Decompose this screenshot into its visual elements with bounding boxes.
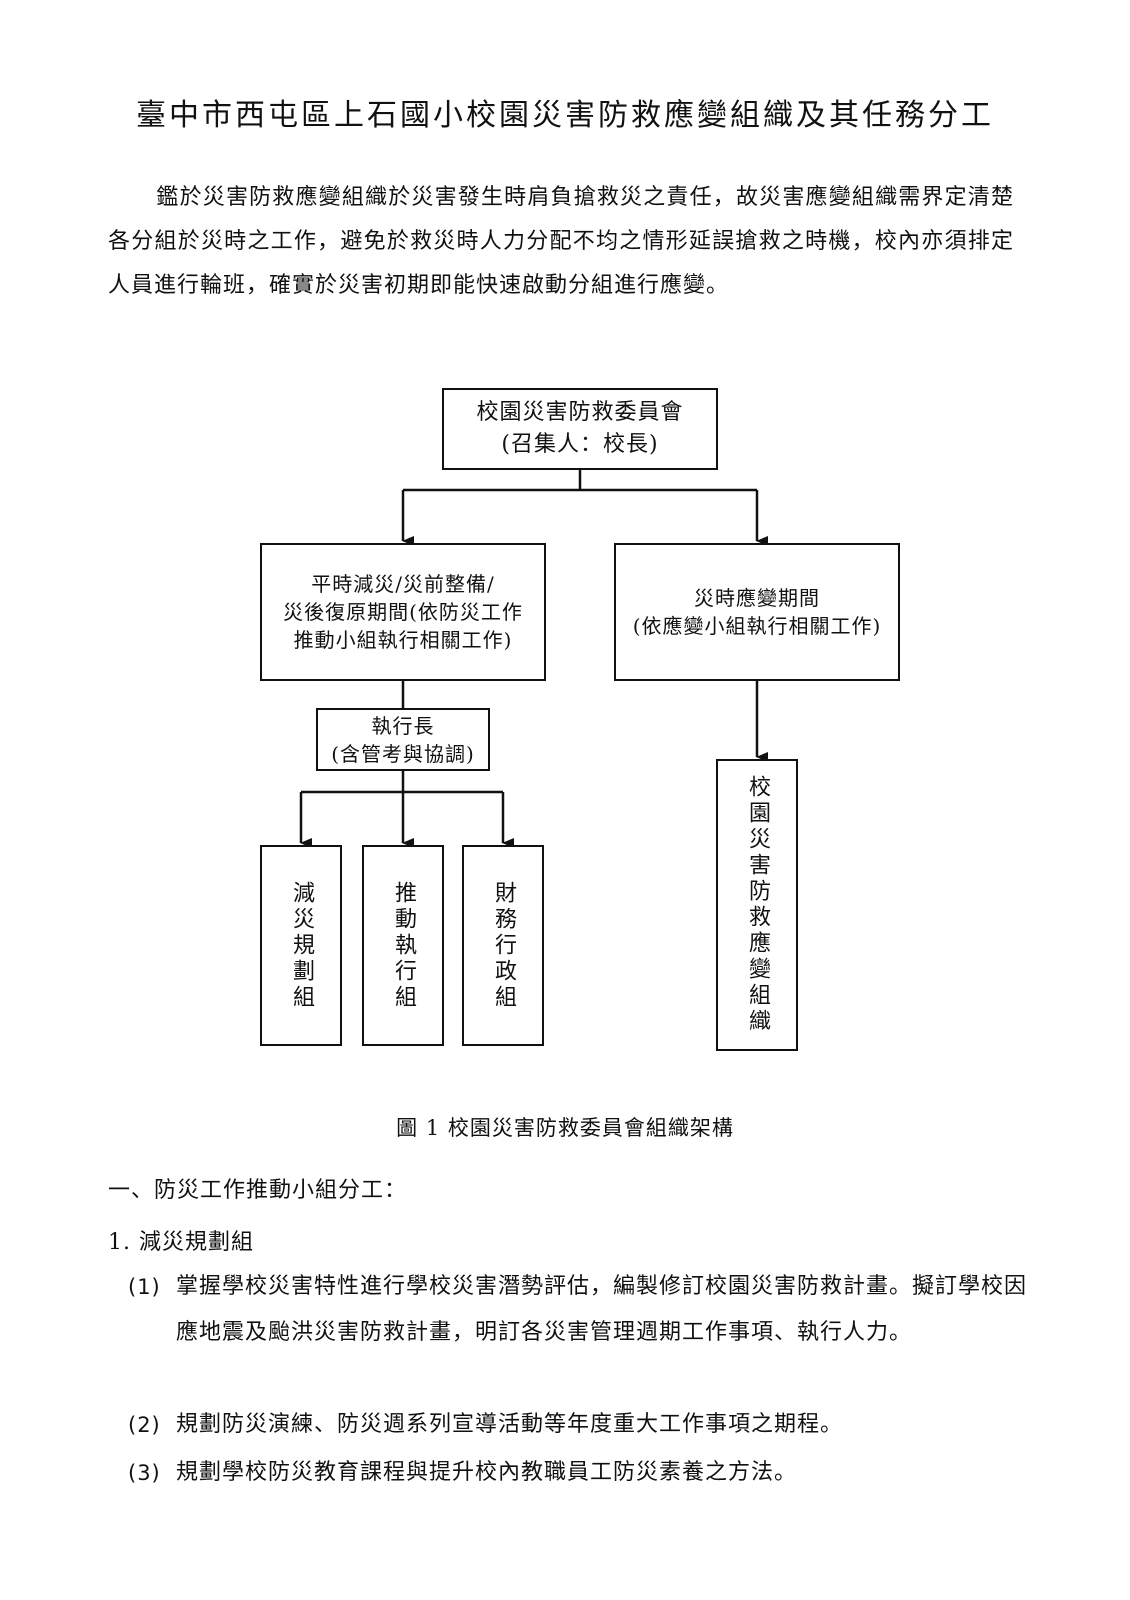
figure-caption: 圖 1 校園災害防救委員會組織架構: [396, 1116, 734, 1140]
committee-box: 校園災害防救委員會 (召集人：校長): [442, 388, 718, 470]
peacetime-line-2: 災後復原期間(依防災工作: [283, 600, 523, 624]
task-item: (3) 規劃學校防災教育課程與提升校內教職員工防災素養之方法。: [128, 1450, 1028, 1496]
executive-box: 執行長 (含管考與協調): [316, 708, 490, 771]
task-text: 規劃學校防災教育課程與提升校內教職員工防災素養之方法。: [176, 1460, 798, 1485]
task-text: 掌握學校災害特性進行學校災害潛勢評估，編製修訂校園災害防救計畫。擬訂學校因應地震…: [176, 1274, 1028, 1345]
group-box-promotion-execution: 推動執行組: [362, 845, 444, 1046]
disaster-time-line-2: (依應變小組執行相關工作): [632, 614, 882, 638]
committee-name: 校園災害防救委員會: [476, 400, 684, 425]
response-org-label: 校園災害防救應變組織: [745, 775, 770, 1035]
intro-paragraph: 鑑於災害防救應變組織於災害發生時肩負搶救災之責任，故災害應變組織需界定清楚各分組…: [108, 185, 1014, 298]
disaster-time-line-1: 災時應變期間: [694, 586, 820, 610]
response-org-box: 校園災害防救應變組織: [716, 759, 798, 1051]
committee-convener: (召集人：校長): [501, 432, 659, 457]
task-number: (3): [128, 1461, 161, 1485]
page-title: 臺中市西屯區上石國小校園災害防救應變組織及其任務分工: [136, 98, 994, 133]
group-box-finance-administration: 財務行政組: [462, 845, 544, 1046]
peacetime-line-1: 平時減災/災前整備/: [311, 572, 495, 596]
disaster-time-box: 災時應變期間 (依應變小組執行相關工作): [614, 543, 900, 681]
task-item: (1) 掌握學校災害特性進行學校災害潛勢評估，編製修訂校園災害防救計畫。擬訂學校…: [128, 1264, 1028, 1356]
peacetime-line-3: 推動小組執行相關工作): [293, 628, 513, 652]
group-label: 推動執行組: [391, 880, 416, 1011]
subsection-heading: 1. 減災規劃組: [108, 1230, 254, 1255]
task-item: (2) 規劃防災演練、防災週系列宣導活動等年度重大工作事項之期程。: [128, 1402, 1028, 1448]
group-label: 減災規劃組: [289, 880, 314, 1011]
executive-title: 執行長: [371, 713, 435, 738]
task-number: (2): [128, 1413, 161, 1437]
task-number: (1): [128, 1275, 161, 1299]
executive-scope: (含管考與協調): [331, 741, 475, 766]
group-label: 財務行政組: [491, 880, 516, 1011]
group-box-mitigation-planning: 減災規劃組: [260, 845, 342, 1046]
peacetime-box: 平時減災/災前整備/ 災後復原期間(依防災工作 推動小組執行相關工作): [260, 543, 546, 681]
section-heading: 一、防災工作推動小組分工：: [108, 1178, 408, 1203]
task-text: 規劃防災演練、防災週系列宣導活動等年度重大工作事項之期程。: [176, 1412, 844, 1437]
